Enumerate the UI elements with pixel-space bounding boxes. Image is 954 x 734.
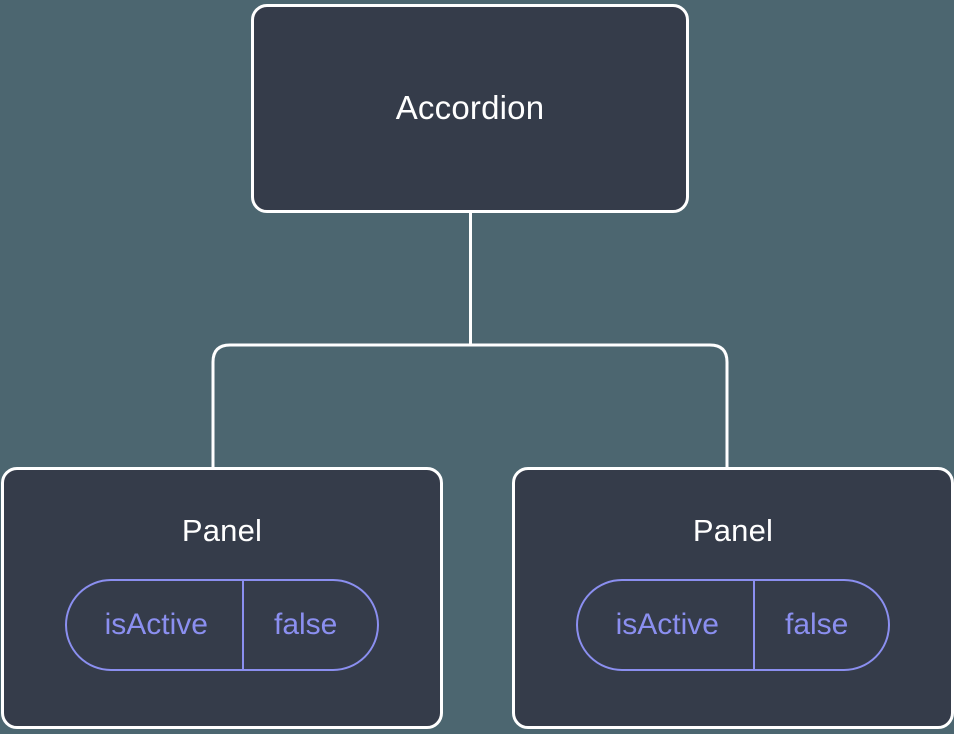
node-accordion[interactable]: Accordion [251,4,689,213]
node-panel-2-label: Panel [692,513,774,548]
node-accordion-label: Accordion [395,89,545,127]
edge-branch-bus [211,343,729,470]
prop-value-label: false [752,581,888,670]
prop-key-label: isActive [615,608,719,642]
prop-badge-isactive-1[interactable]: isActive false [64,579,380,672]
node-panel-1[interactable]: Panel isActive false [1,467,443,729]
node-panel-2[interactable]: Panel isActive false [512,467,954,729]
prop-badge-isactive-2[interactable]: isActive false [575,579,891,672]
prop-value-label: false [241,581,377,670]
prop-key-label: isActive [104,608,208,642]
node-panel-1-label: Panel [181,513,263,548]
